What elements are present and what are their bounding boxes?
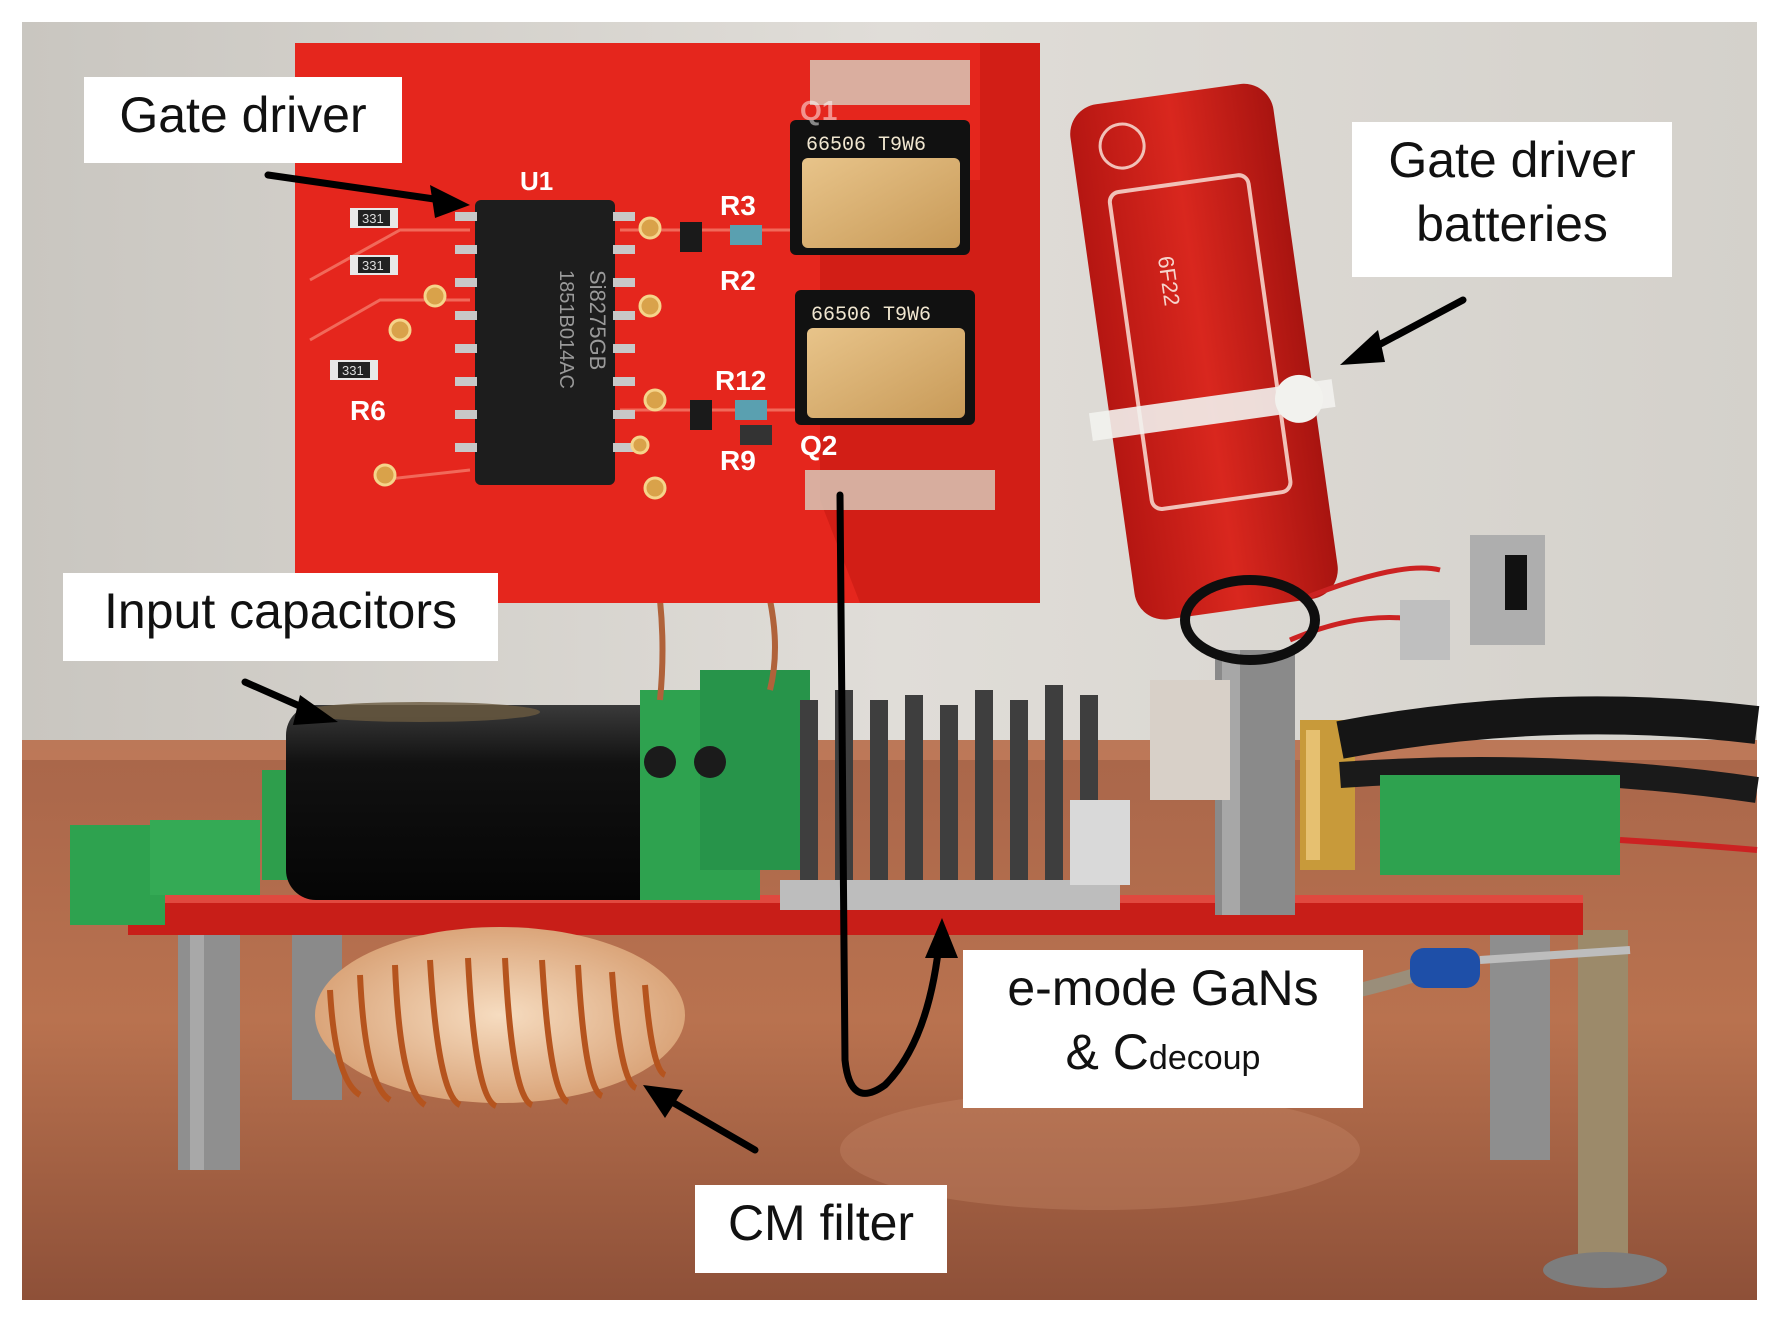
label-input-capacitors-text: Input capacitors [104, 583, 457, 639]
label-cm-filter: CM filter [695, 1185, 947, 1273]
resistor-code-2: 331 [362, 258, 384, 273]
arrow-gate-driver [264, 171, 459, 206]
gan-marking-bottom: 66506 T9W6 [811, 304, 931, 327]
ref-r6: R6 [350, 395, 386, 426]
gan-marking-top: 66506 T9W6 [806, 134, 926, 157]
label-gans-line2-prefix: & C [1065, 1024, 1149, 1080]
ref-r3: R3 [720, 190, 756, 221]
ref-q1: Q1 [800, 95, 837, 126]
label-batteries-line2: batteries [1416, 196, 1608, 252]
label-gate-driver: Gate driver [84, 77, 402, 163]
label-cm-filter-text: CM filter [727, 1195, 915, 1251]
arrow-cm-filter [656, 1091, 759, 1154]
standoff-right [1490, 930, 1550, 1160]
cm-filter-toroid [315, 927, 685, 1109]
ref-q2: Q2 [800, 430, 837, 461]
label-gans-line2: & Cdecoup [991, 1020, 1335, 1090]
label-gans: e-mode GaNs & Cdecoup [963, 950, 1363, 1108]
ref-r2: R2 [720, 265, 756, 296]
label-gans-line2-sub: decoup [1148, 1039, 1261, 1077]
inset-pcb-zoom: 66506 T9W6 66506 T9W6 Si8275GB 1851B014A… [295, 43, 1040, 603]
resistor-code-3: 331 [342, 363, 364, 378]
label-gate-driver-text: Gate driver [119, 87, 367, 143]
label-gans-line1: e-mode GaNs [1007, 960, 1319, 1016]
ic-lot: 1851B014AC [555, 270, 577, 389]
arrow-gans-curve [836, 491, 944, 1097]
resistor-code-1: 331 [362, 211, 384, 226]
standoff-brass [1578, 930, 1628, 1260]
label-gate-driver-batteries: Gate driver batteries [1352, 122, 1672, 277]
label-input-capacitors: Input capacitors [63, 573, 498, 661]
ic-ref: U1 [520, 166, 553, 196]
ic-marking: Si8275GB [585, 270, 610, 370]
terminal-left-1 [70, 825, 165, 925]
terminal-right [1380, 775, 1620, 875]
input-capacitor-body [286, 702, 676, 900]
standoff-left [178, 930, 240, 1170]
label-batteries-line1: Gate driver [1388, 132, 1636, 188]
ring-terminal [1410, 948, 1480, 988]
gate-driver-ic [475, 200, 615, 485]
ref-r12: R12 [715, 365, 766, 396]
gate-driver-battery: 6F22 [1070, 83, 1338, 620]
ref-r9: R9 [720, 445, 756, 476]
